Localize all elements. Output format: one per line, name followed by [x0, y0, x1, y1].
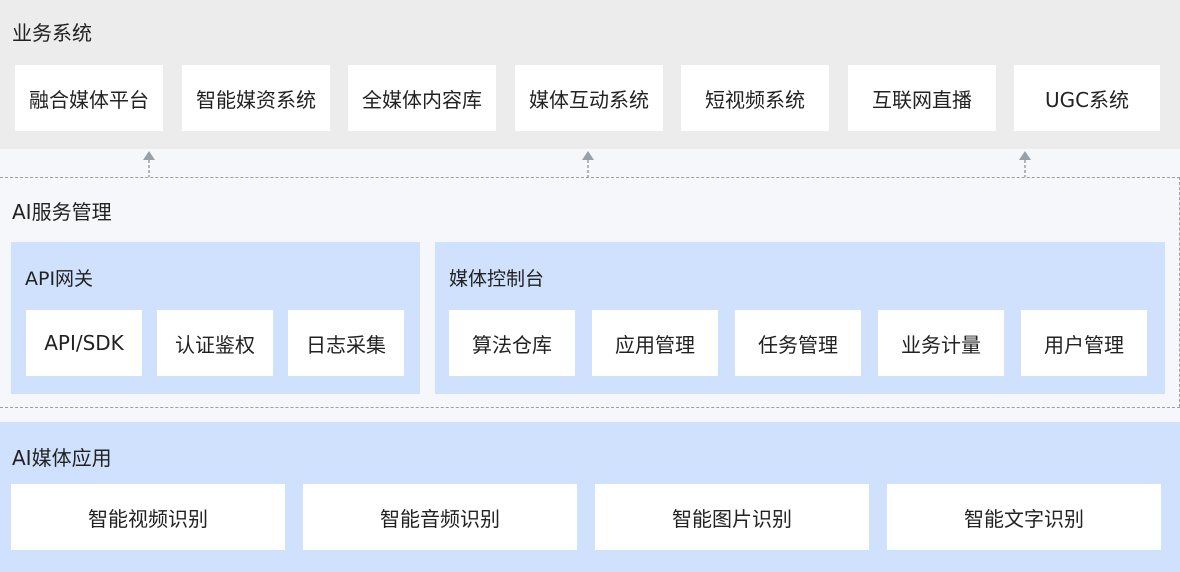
up-arrow-icon — [1019, 151, 1031, 177]
business-item-live-streaming: 互联网直播 — [848, 65, 996, 131]
media-item-video-recognition: 智能视频识别 — [11, 484, 285, 550]
up-arrow-icon — [143, 151, 155, 177]
business-item-short-video: 短视频系统 — [681, 65, 829, 131]
console-item-app-management: 应用管理 — [592, 310, 718, 376]
lower-dashed-divider — [0, 407, 1180, 408]
media-item-image-recognition: 智能图片识别 — [595, 484, 869, 550]
media-item-audio-recognition: 智能音频识别 — [303, 484, 577, 550]
media-console-panel: 媒体控制台 算法仓库 应用管理 任务管理 业务计量 用户管理 — [435, 242, 1165, 394]
business-item-smart-media-assets: 智能媒资系统 — [182, 65, 330, 131]
console-item-algorithm-repo: 算法仓库 — [449, 310, 575, 376]
media-layer: AI媒体应用 智能视频识别 智能音频识别 智能图片识别 智能文字识别 — [0, 422, 1180, 572]
business-item-media-interaction: 媒体互动系统 — [515, 65, 663, 131]
business-layer: 业务系统 融合媒体平台 智能媒资系统 全媒体内容库 媒体互动系统 短视频系统 互… — [0, 0, 1180, 149]
api-gateway-panel: API网关 API/SDK 认证鉴权 日志采集 — [11, 242, 420, 394]
media-layer-title: AI媒体应用 — [12, 446, 112, 470]
console-item-user-management: 用户管理 — [1021, 310, 1147, 376]
upper-dashed-divider — [0, 177, 1180, 178]
console-item-task-management: 任务管理 — [735, 310, 861, 376]
business-item-content-library: 全媒体内容库 — [348, 65, 496, 131]
media-console-title: 媒体控制台 — [449, 268, 545, 290]
service-layer-title: AI服务管理 — [12, 200, 112, 224]
gateway-item-auth: 认证鉴权 — [157, 310, 273, 376]
media-item-text-recognition: 智能文字识别 — [887, 484, 1161, 550]
console-item-business-metering: 业务计量 — [878, 310, 1004, 376]
business-item-ugc: UGC系统 — [1014, 65, 1160, 131]
up-arrow-icon — [582, 151, 594, 177]
gateway-item-log-collection: 日志采集 — [288, 310, 404, 376]
business-item-fusion-media-platform: 融合媒体平台 — [15, 65, 163, 131]
api-gateway-title: API网关 — [25, 268, 94, 290]
business-layer-title: 业务系统 — [12, 21, 92, 45]
service-layer: AI服务管理 API网关 API/SDK 认证鉴权 日志采集 媒体控制台 算法仓… — [0, 149, 1180, 422]
gateway-item-api-sdk: API/SDK — [26, 310, 142, 376]
